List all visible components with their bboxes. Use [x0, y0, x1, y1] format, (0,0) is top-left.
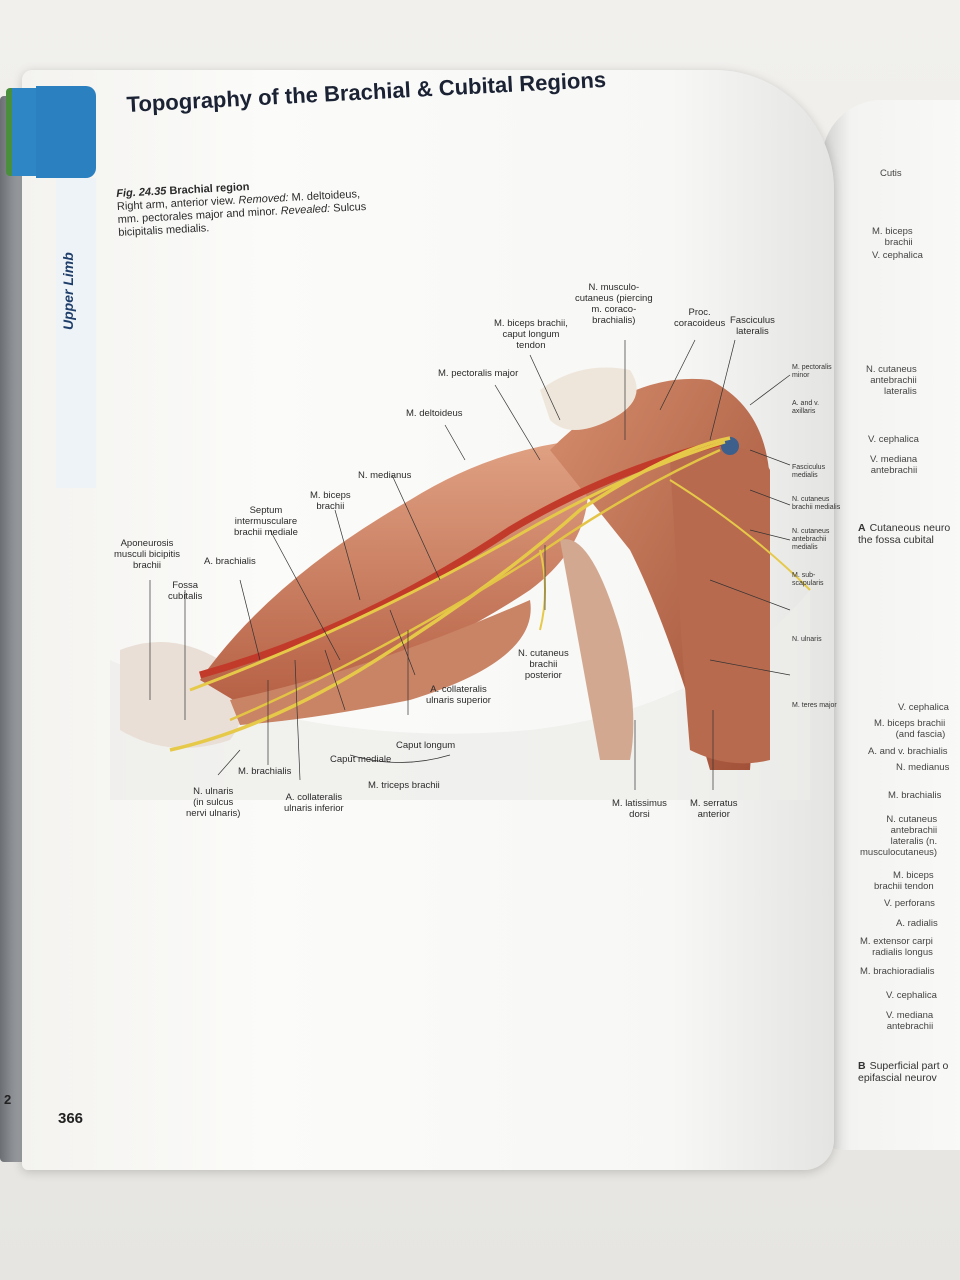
- label-a-brachialis: A. brachialis: [204, 556, 256, 567]
- label-n-medianus: N. medianus: [358, 470, 412, 481]
- right-page: [822, 100, 960, 1150]
- label-m-subscapularis: M. sub-scapularis: [792, 572, 824, 587]
- header-color-tab: [36, 86, 96, 178]
- label-proc-coracoideus: Proc.coracoideus: [674, 307, 726, 329]
- right-label-m-brachialis: M. brachialis: [888, 790, 942, 801]
- label-m-teres-major: M. teres major: [792, 702, 837, 709]
- right-label-biceps-fascia: M. biceps brachii(and fascia): [874, 718, 946, 740]
- chapter-number: 2: [4, 1092, 12, 1107]
- caption-b-key: B: [858, 1060, 866, 1072]
- right-label-cephalica-1: V. cephalica: [872, 250, 923, 261]
- label-m-triceps-brachii: M. triceps brachii: [368, 780, 440, 791]
- right-label-a-radialis: A. radialis: [896, 918, 938, 929]
- label-m-pectoralis-major: M. pectoralis major: [438, 368, 519, 379]
- right-label-cephalica-3: V. cephalica: [898, 702, 949, 713]
- right-label-a-v-brachialis: A. and v. brachialis: [868, 746, 948, 757]
- label-caput-longum: Caput longum: [396, 740, 456, 751]
- caption-a-key: A: [858, 522, 866, 534]
- label-n-ulnaris-small: N. ulnaris: [792, 636, 822, 643]
- label-m-brachialis: M. brachialis: [238, 766, 292, 777]
- right-label-cutis: Cutis: [880, 168, 902, 179]
- right-label-v-perforans: V. perforans: [884, 898, 935, 909]
- page-number: 366: [58, 1110, 84, 1127]
- revealed-label: Revealed:: [280, 202, 331, 218]
- label-caput-mediale: Caput mediale: [330, 754, 392, 765]
- section-sidebar: [56, 178, 96, 488]
- right-label-cephalica-4: V. cephalica: [886, 990, 937, 1001]
- arm-anatomy-illustration: [110, 339, 811, 800]
- label-a-v-axillaris: A. and v.axillaris: [792, 400, 820, 415]
- label-m-deltoideus: M. deltoideus: [406, 408, 463, 419]
- right-label-cephalica-2: V. cephalica: [868, 434, 919, 445]
- section-label: Upper Limb: [60, 252, 76, 330]
- right-label-n-medianus: N. medianus: [896, 762, 950, 773]
- right-label-m-brachioradialis: M. brachioradialis: [860, 966, 935, 977]
